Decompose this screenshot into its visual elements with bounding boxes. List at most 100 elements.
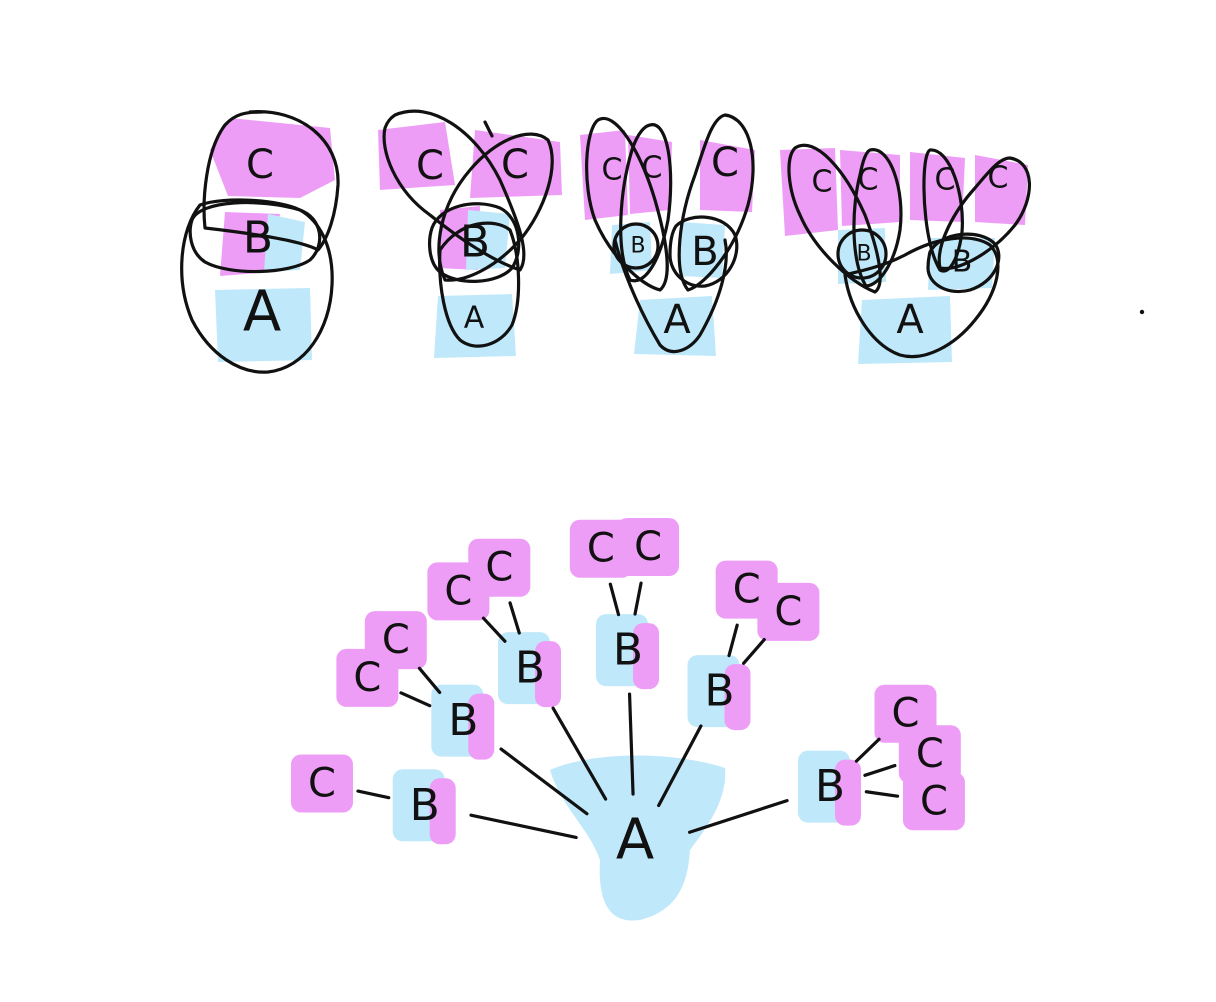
b-region-small-outline — [612, 222, 660, 270]
c-outline-1 — [787, 143, 882, 294]
b-label-large: B — [691, 229, 718, 275]
b-region-large-outline — [668, 215, 739, 288]
euler-panel-3: C C C B B A — [580, 113, 755, 356]
c-node-highlight — [569, 519, 632, 578]
c-label-2: C — [858, 163, 879, 198]
c-outline-3 — [922, 148, 964, 273]
b-node-accent — [724, 664, 751, 731]
c-node-label: C — [353, 655, 381, 701]
edge-b-c — [727, 623, 739, 658]
b-highlight-large — [680, 222, 725, 278]
a-region-outline — [613, 238, 728, 354]
b-label: B — [460, 217, 490, 268]
highlight-shapes — [378, 122, 562, 358]
c-node-label: C — [485, 545, 513, 591]
c-label-1: C — [812, 165, 833, 200]
edge-b-c — [356, 789, 391, 800]
b-node-accent — [633, 623, 660, 690]
edge-b-c — [854, 737, 881, 763]
b-label-small: B — [856, 242, 871, 267]
edge-b-c — [742, 637, 766, 665]
c-node-label: C — [774, 589, 802, 635]
c-node-label: C — [916, 731, 944, 777]
c-node-label: C — [444, 568, 472, 614]
c-node-highlight — [617, 518, 680, 577]
edge-b-c — [608, 582, 621, 617]
stray-dot — [1139, 309, 1145, 315]
c-label-left: C — [416, 143, 444, 189]
b-label: B — [243, 213, 273, 264]
b-highlight-blue — [264, 214, 305, 272]
edge-root-b — [499, 747, 589, 816]
b-node-accent — [535, 641, 561, 708]
b-node-accent — [468, 693, 495, 760]
c-right-outline — [437, 132, 554, 282]
b-region-large-outline — [926, 232, 1001, 294]
c-node-label: C — [733, 567, 761, 613]
b-region-outline — [188, 200, 322, 274]
edge-b-c — [863, 763, 897, 777]
highlight-shapes — [210, 118, 335, 362]
edge-root-b — [687, 798, 789, 834]
edge-b-c — [864, 790, 900, 798]
c-label-3: C — [711, 140, 739, 186]
edge-b-c — [508, 601, 521, 635]
c-label-1: C — [602, 153, 623, 188]
edge-root-b — [551, 706, 608, 801]
a-label: A — [243, 280, 281, 345]
c-label-3: C — [935, 163, 956, 198]
c-node-highlight — [715, 560, 778, 619]
b-node-label: B — [410, 780, 440, 831]
b-node-label: B — [515, 643, 545, 694]
highlight-shapes — [580, 130, 755, 356]
tree-highlights — [290, 518, 965, 921]
c-highlight — [210, 118, 335, 198]
c-highlight-1 — [780, 148, 838, 236]
c-outline-2 — [852, 148, 903, 288]
c-outline-2 — [619, 123, 673, 283]
c-region-outline — [202, 110, 340, 252]
edge-b-c — [633, 581, 643, 616]
c-node-label: C — [892, 691, 920, 737]
c-highlight-3 — [700, 140, 755, 212]
edge-b-c — [399, 691, 432, 708]
b-region-small-outline — [836, 228, 888, 280]
b-node-label: B — [704, 666, 734, 717]
c-outline-4 — [937, 156, 1031, 271]
root-highlight — [550, 755, 726, 921]
c-node-highlight — [427, 562, 490, 621]
b-node-accent — [429, 778, 456, 845]
euler-panel-2: C C B A — [378, 109, 562, 358]
euler-panel-1: C B A — [180, 110, 340, 374]
c-outline-1 — [585, 116, 669, 292]
a-region-outline — [438, 221, 521, 348]
c-node-label: C — [634, 524, 662, 570]
root-label: A — [616, 808, 654, 873]
c-label-2: C — [642, 151, 663, 186]
c-node-label: C — [587, 526, 615, 572]
b-region-outline — [428, 202, 521, 283]
a-label: A — [464, 301, 485, 336]
c-outline-3 — [677, 113, 755, 292]
c-node-highlight — [336, 648, 399, 707]
euler-panel-4: C C C C B B A — [780, 143, 1031, 364]
c-node-label: C — [920, 778, 948, 824]
c-label-right: C — [501, 142, 529, 188]
b-node-label: B — [448, 695, 478, 746]
a-region-outline — [843, 236, 1000, 359]
c-node-highlight — [290, 754, 353, 813]
edge-b-c — [417, 666, 442, 695]
edge-root-b — [469, 813, 578, 840]
a-label: A — [896, 297, 924, 343]
c-node-label: C — [382, 617, 410, 663]
c-node-highlight — [902, 772, 965, 831]
c-node-label: C — [308, 760, 336, 806]
b-node-label: B — [613, 625, 643, 676]
a-highlight — [858, 296, 952, 364]
cross-stroke — [483, 120, 494, 138]
c-highlight-left — [378, 122, 455, 190]
edge-b-c — [481, 616, 507, 643]
